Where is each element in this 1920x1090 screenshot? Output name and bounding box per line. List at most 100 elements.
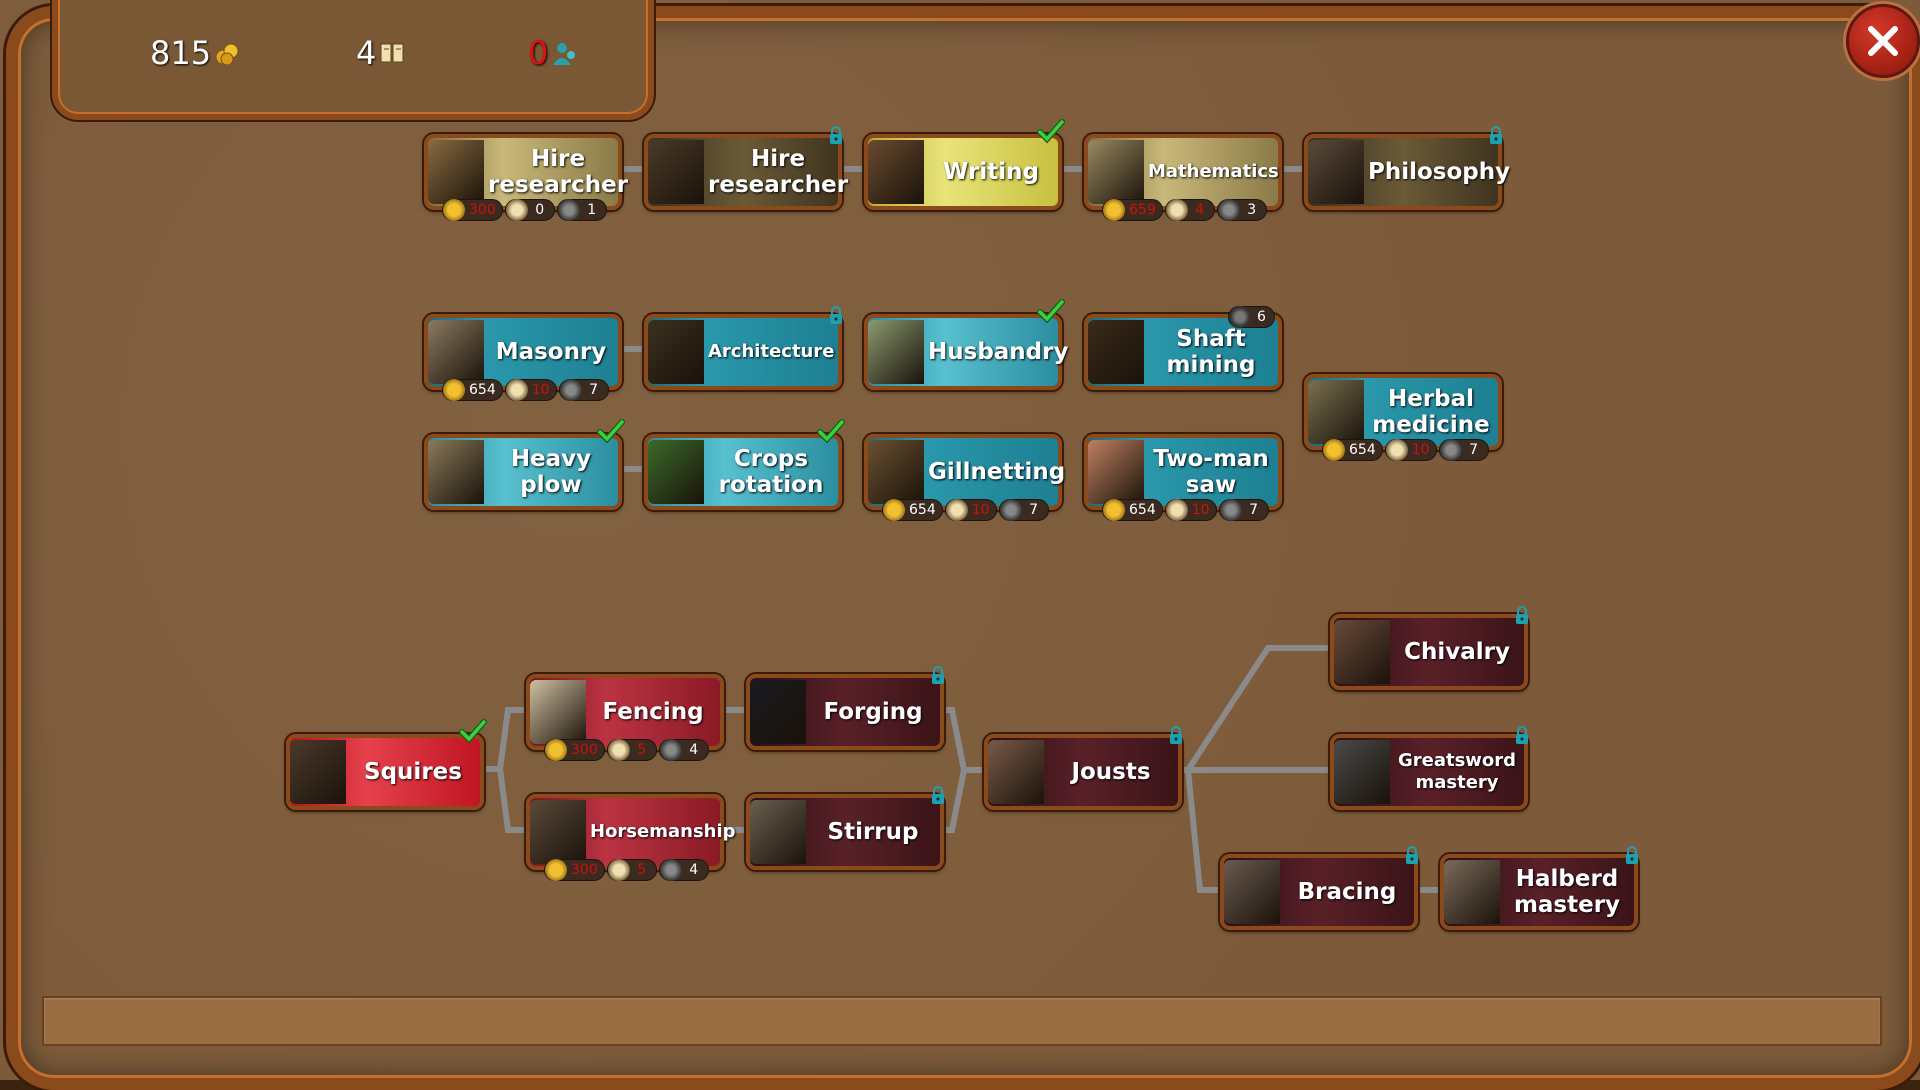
tech-node-label: Heavy plow [510, 446, 592, 498]
gold-cost-value: 654 [909, 502, 936, 518]
turns-cost-value: 7 [589, 382, 599, 398]
tech-node-hire-researcher-2[interactable]: Hire researcher [644, 126, 848, 210]
tech-node-label: Hire researcher [488, 146, 629, 198]
stirrup-image [750, 800, 806, 864]
gold-cost: 659 [1102, 199, 1163, 221]
gold-coins-icon [1103, 199, 1125, 221]
tech-node-stirrup[interactable]: Stirrup [746, 786, 944, 870]
gillnetting-image [868, 440, 924, 504]
research-cost-value: 5 [637, 742, 647, 758]
gold-cost: 654 [882, 499, 943, 521]
gold-cost-value: 300 [571, 862, 598, 878]
close-button[interactable] [1846, 4, 1920, 78]
turns-cost-value: 1 [587, 202, 597, 218]
jousts-image [988, 740, 1044, 804]
tech-node-chivalry[interactable]: Chivalry [1330, 606, 1528, 690]
tech-node-label: Horsemanship [590, 821, 736, 842]
book-icon [505, 379, 528, 401]
gold-coins-icon [443, 379, 465, 401]
tech-node-label: Fencing [602, 699, 704, 725]
tech-node-label: Herbal medicine [1372, 386, 1490, 438]
cost-row: 300 5 4 [544, 858, 709, 882]
tech-node-forging[interactable]: Forging [746, 666, 944, 750]
hourglass-icon [1219, 499, 1242, 521]
fencing-image [530, 680, 586, 744]
tech-node-husbandry[interactable]: Husbandry [864, 299, 1068, 390]
tech-node-heavy-plow[interactable]: Heavy plow [424, 419, 625, 510]
tech-node-label: Hire researcher [708, 146, 849, 198]
tech-node-label: Gillnetting [928, 459, 1066, 485]
gold-value: 815 [150, 34, 212, 72]
chivalry-image [1334, 620, 1390, 684]
tech-node-horsemanship[interactable]: Horsemanship 300 5 4 [526, 794, 736, 881]
gold-cost: 654 [442, 379, 503, 401]
gold-coins-icon [545, 859, 567, 881]
gold-cost-value: 300 [469, 202, 496, 218]
gold-coins-icon [215, 43, 239, 66]
tech-node-squires[interactable]: Squires [286, 719, 487, 810]
tech-node-halberd-mastery[interactable]: Halberd mastery [1440, 846, 1638, 930]
research-cost: 4 [1164, 199, 1215, 221]
tech-node-bracing[interactable]: Bracing [1220, 846, 1418, 930]
hire-researcher-1-image [428, 140, 484, 204]
tech-node-label: Masonry [495, 339, 607, 365]
shaft-mining-image [1088, 320, 1144, 384]
tech-node-architecture[interactable]: Architecture [644, 306, 842, 390]
tech-node-jousts[interactable]: Jousts [984, 726, 1182, 810]
horsemanship-image [530, 800, 586, 864]
tech-node-label: Crops rotation [718, 446, 824, 498]
tech-node-writing[interactable]: Writing [864, 119, 1065, 210]
checkmark-icon [596, 418, 626, 444]
book-icon [505, 199, 528, 221]
hourglass-icon [659, 739, 682, 761]
description-bar [42, 996, 1882, 1046]
tech-node-greatsword-mastery[interactable]: Greatsword mastery [1330, 726, 1528, 810]
research-cost: 10 [1384, 439, 1437, 461]
gold-cost-value: 300 [571, 742, 598, 758]
tech-node-masonry[interactable]: Masonry 654 10 7 [424, 314, 622, 401]
research-cost-value: 10 [1411, 442, 1430, 458]
tech-node-label: Two-man saw [1153, 446, 1269, 498]
tech-node-label: Stirrup [827, 819, 919, 845]
research-cost: 0 [504, 199, 555, 221]
turns-cost: 1 [556, 199, 607, 221]
gold-cost: 300 [544, 739, 605, 761]
lock-icon [930, 666, 946, 684]
turns-cost: 4 [658, 739, 709, 761]
research-cost-value: 10 [1191, 502, 1210, 518]
hourglass-icon [559, 379, 582, 401]
hourglass-icon [557, 199, 580, 221]
gold-cost: 300 [544, 859, 605, 881]
tech-node-crops-rotation[interactable]: Crops rotation [644, 419, 845, 510]
bracing-image [1224, 860, 1280, 924]
book-icon [1165, 199, 1188, 221]
lock-icon [828, 126, 844, 144]
research-cost-value: 5 [637, 862, 647, 878]
lock-icon [1514, 606, 1530, 624]
checkmark-icon [458, 718, 488, 744]
philosophy-image [1308, 140, 1364, 204]
gold-cost: 654 [1102, 499, 1163, 521]
research-cost-value: 10 [531, 382, 550, 398]
hourglass-icon [1439, 439, 1462, 461]
tech-node-philosophy[interactable]: Philosophy [1304, 126, 1510, 210]
book-icon [607, 859, 630, 881]
tech-node-hire-researcher-1[interactable]: Hire researcher 300 0 1 [424, 134, 628, 221]
turns-cost-value: 4 [689, 862, 699, 878]
gold-cost-value: 654 [1349, 442, 1376, 458]
turns-cost-value: 7 [1029, 502, 1039, 518]
lock-icon [1624, 846, 1640, 864]
halberd-mastery-image [1444, 860, 1500, 924]
book-icon [1165, 499, 1188, 521]
